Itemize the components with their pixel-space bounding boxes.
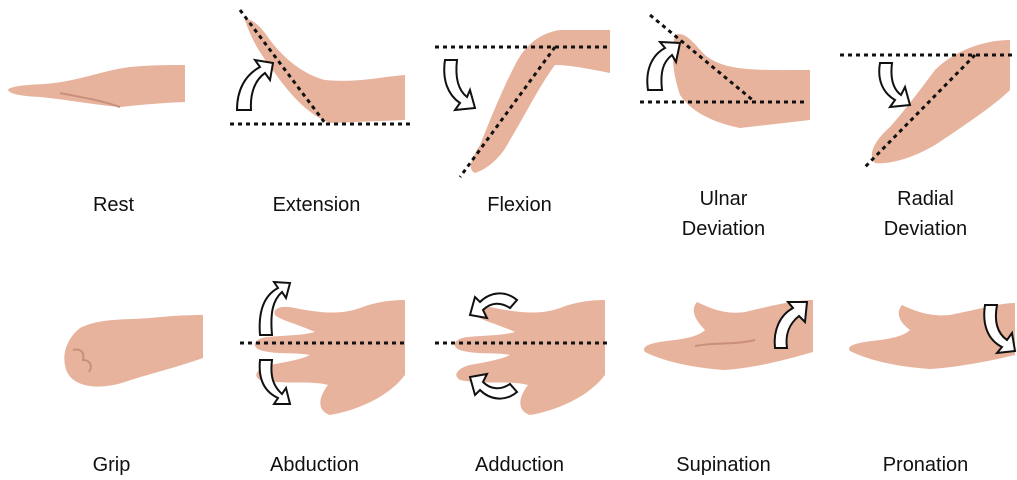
abduction-hand-image (240, 280, 410, 420)
grip-hand-image (55, 310, 205, 395)
extension-label: Extension (215, 190, 418, 220)
radial-deviation-hand-image (835, 35, 1015, 170)
ulnar-deviation-label: Ulnar Deviation (622, 184, 825, 244)
radial-deviation-label: Radial Deviation (824, 184, 1017, 244)
extension-hand-image (215, 5, 415, 130)
rest-label: Rest (12, 190, 215, 220)
adduction-hand-image (435, 280, 610, 420)
flexion-hand-image (430, 25, 615, 180)
supination-hand-image (635, 290, 815, 380)
flexion-label: Flexion (418, 190, 621, 220)
ulnar-deviation-hand-image (630, 10, 815, 135)
pronation-hand-image (840, 295, 1017, 380)
rest-hand-image (0, 45, 203, 125)
